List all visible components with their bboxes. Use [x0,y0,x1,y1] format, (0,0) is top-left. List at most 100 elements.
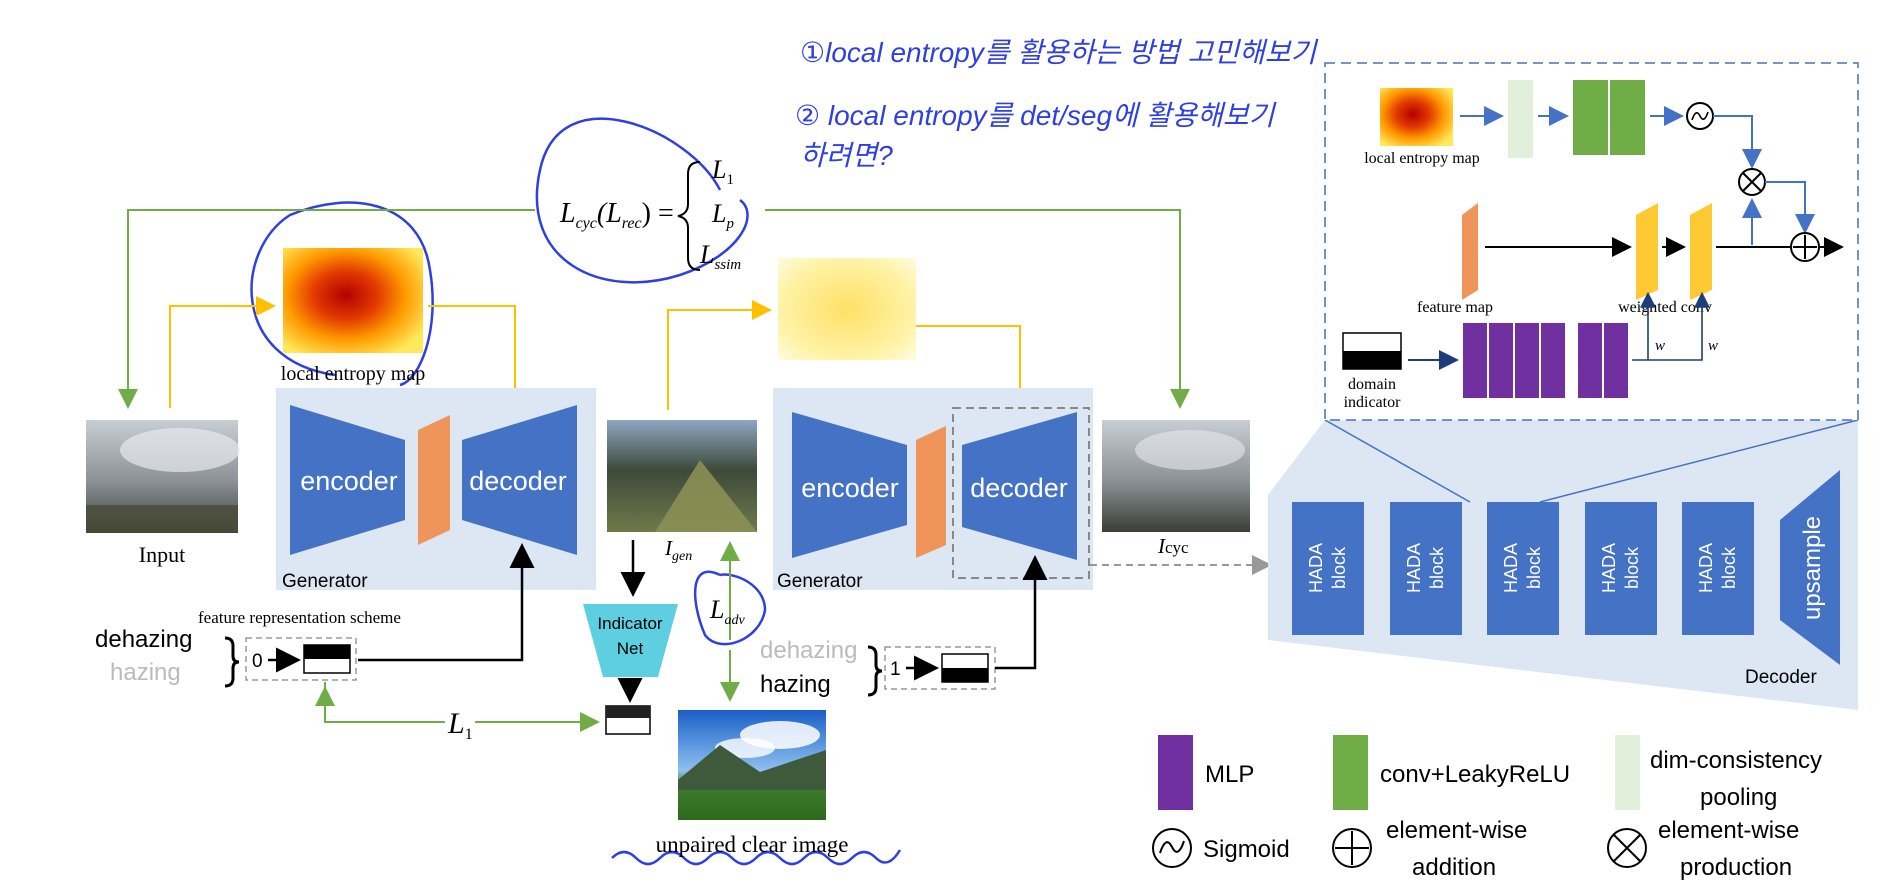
svg-text:Ladv: Ladv [709,595,745,628]
svg-text:Igen: Igen [664,536,692,564]
decoder-panel: HADA block HADA block HADA block HADA bl… [1268,419,1859,710]
inset-w-label-1: w [1655,338,1665,354]
icyc-subscript: cyc [1165,538,1189,557]
hada-detail-inset: local entropy map feature map weighted c… [1324,62,1859,421]
inset-pooling-block [1508,80,1533,158]
dehazing-label-right: dehazing [760,637,857,664]
pen-circle-equation [535,117,749,284]
scheme-box-left [245,637,357,681]
cycle-loss-arrows [118,209,1190,409]
lssim-subscript: ssim [714,257,741,273]
svg-text:block: block [1329,546,1349,589]
hada-block-3: HADA block [1487,502,1559,635]
decoder-1-block [462,405,577,555]
generator-2: encoder decoder Generator [773,388,1093,592]
decoder-2-block [962,412,1077,560]
legend-prod-label-2: production [1680,854,1792,881]
svg-text:block: block [1524,546,1544,589]
arrow-entropy-to-decoder [428,305,525,409]
indicator-net-label-2: Net [617,639,644,658]
lp-subscript: p [725,216,734,232]
l1-bottom-subscript: 1 [465,726,473,743]
domain-indicator-left: feature representation scheme dehazing h… [95,543,600,743]
feature-scheme-label: feature representation scheme [198,608,401,627]
pen-underline [611,849,902,866]
entropy-arrows [169,296,1030,414]
igen-symbol: I [664,536,673,560]
hazing-label-right: hazing [760,671,831,698]
adversarial-loss: Ladv [709,541,745,702]
arrow-to-input [118,209,535,409]
legend-mlp-label: MLP [1205,761,1254,788]
one-label: 1 [890,659,901,680]
encoder-1-label: encoder [300,466,398,496]
decoder-panel-title: Decoder [1745,667,1817,688]
brace-left [224,636,240,688]
inset-feature-map [1462,203,1478,300]
inset-weighted-conv-1 [1636,203,1658,300]
local-entropy-map-label: local entropy map [281,363,425,385]
inset-conv-block-2 [1610,80,1645,155]
svg-text:Lcyc(Lrec) =: Lcyc(Lrec) = [559,198,674,232]
inset-domain-label-1: domain [1348,376,1396,393]
svg-text:Lp: Lp [711,199,734,232]
svg-text:HADA: HADA [1599,543,1619,593]
zero-label: 0 [252,651,263,672]
hada-block-5: HADA block [1682,502,1754,635]
inset-weighted-conv-2 [1690,203,1712,300]
encoder-1-block [290,405,405,555]
arrow-igen-to-entropy2 [667,300,772,410]
ladv-subscript: adv [724,613,745,628]
decoder-2-label: decoder [970,473,1068,503]
l1-symbol: L [711,155,726,184]
arrow-indicator-to-decoder-1 [358,543,535,662]
encoder-2-block [792,412,907,558]
svg-text:block: block [1719,546,1739,589]
hada-block-1: HADA block [1292,502,1364,635]
decoder-2-highlight [952,407,1090,579]
indicator-net-block [583,604,678,677]
inset-entropy-map [1380,88,1453,146]
l1-bottom-symbol: L [447,707,465,740]
lcyc-equation: Lcyc(Lrec) = L1 Lp Lssim [559,155,741,273]
generator-1: encoder decoder Generator [276,388,596,592]
hada-block-2: HADA block [1390,502,1462,635]
lcyc-symbol: L [559,198,576,229]
svg-text:Icyc: Icyc [1157,534,1189,558]
input-label: Input [139,542,185,567]
pen-circle-ladv [694,570,767,646]
indicator-flow: Indicator Net [583,540,678,735]
brace-right [867,645,883,697]
svg-text:HADA: HADA [1404,543,1424,593]
inset-conv-block-1 [1573,80,1608,155]
handwritten-notes: ①local entropy를 활용하는 방법 고민해보기 ② local en… [250,37,1319,866]
note-line-1: ①local entropy를 활용하는 방법 고민해보기 [800,37,1319,68]
ladv-symbol: L [709,595,724,624]
local-entropy-map-right [778,258,916,360]
hazing-label-left: hazing [110,659,181,686]
lcyc-equals: ) = [642,198,674,229]
pen-circle-entropy [250,201,434,387]
icyc-image: Icyc [1102,420,1250,558]
lcyc-subscript: cyc [576,215,597,232]
arrow-input-to-entropy [169,296,276,408]
note-line-2: ② local entropy를 det/seg에 활용해보기 [795,100,1277,131]
svg-text:upsample: upsample [1799,516,1826,620]
decoder-panel-bg [1268,420,1858,710]
legend-add-label-1: element-wise [1386,817,1527,844]
legend-prod-label-1: element-wise [1658,817,1799,844]
lp-symbol: L [711,199,726,228]
svg-text:Lssim: Lssim [699,240,741,273]
legend-pooling-swatch [1615,735,1640,810]
legend-pooling-label-2: pooling [1700,784,1777,811]
legend-conv-swatch [1333,735,1368,810]
legend-pooling-label-1: dim-consistency [1650,747,1822,774]
upsample-block: upsample [1780,470,1840,665]
legend: MLP conv+LeakyReLU dim-consistency pooli… [1152,735,1822,881]
inset-weighted-conv-label: weighted conv [1618,299,1712,316]
feature-map-2 [916,426,946,558]
generator-2-label: Generator [777,571,863,592]
inset-w-label-2: w [1708,338,1718,354]
legend-conv-label: conv+LeakyReLU [1380,761,1570,788]
